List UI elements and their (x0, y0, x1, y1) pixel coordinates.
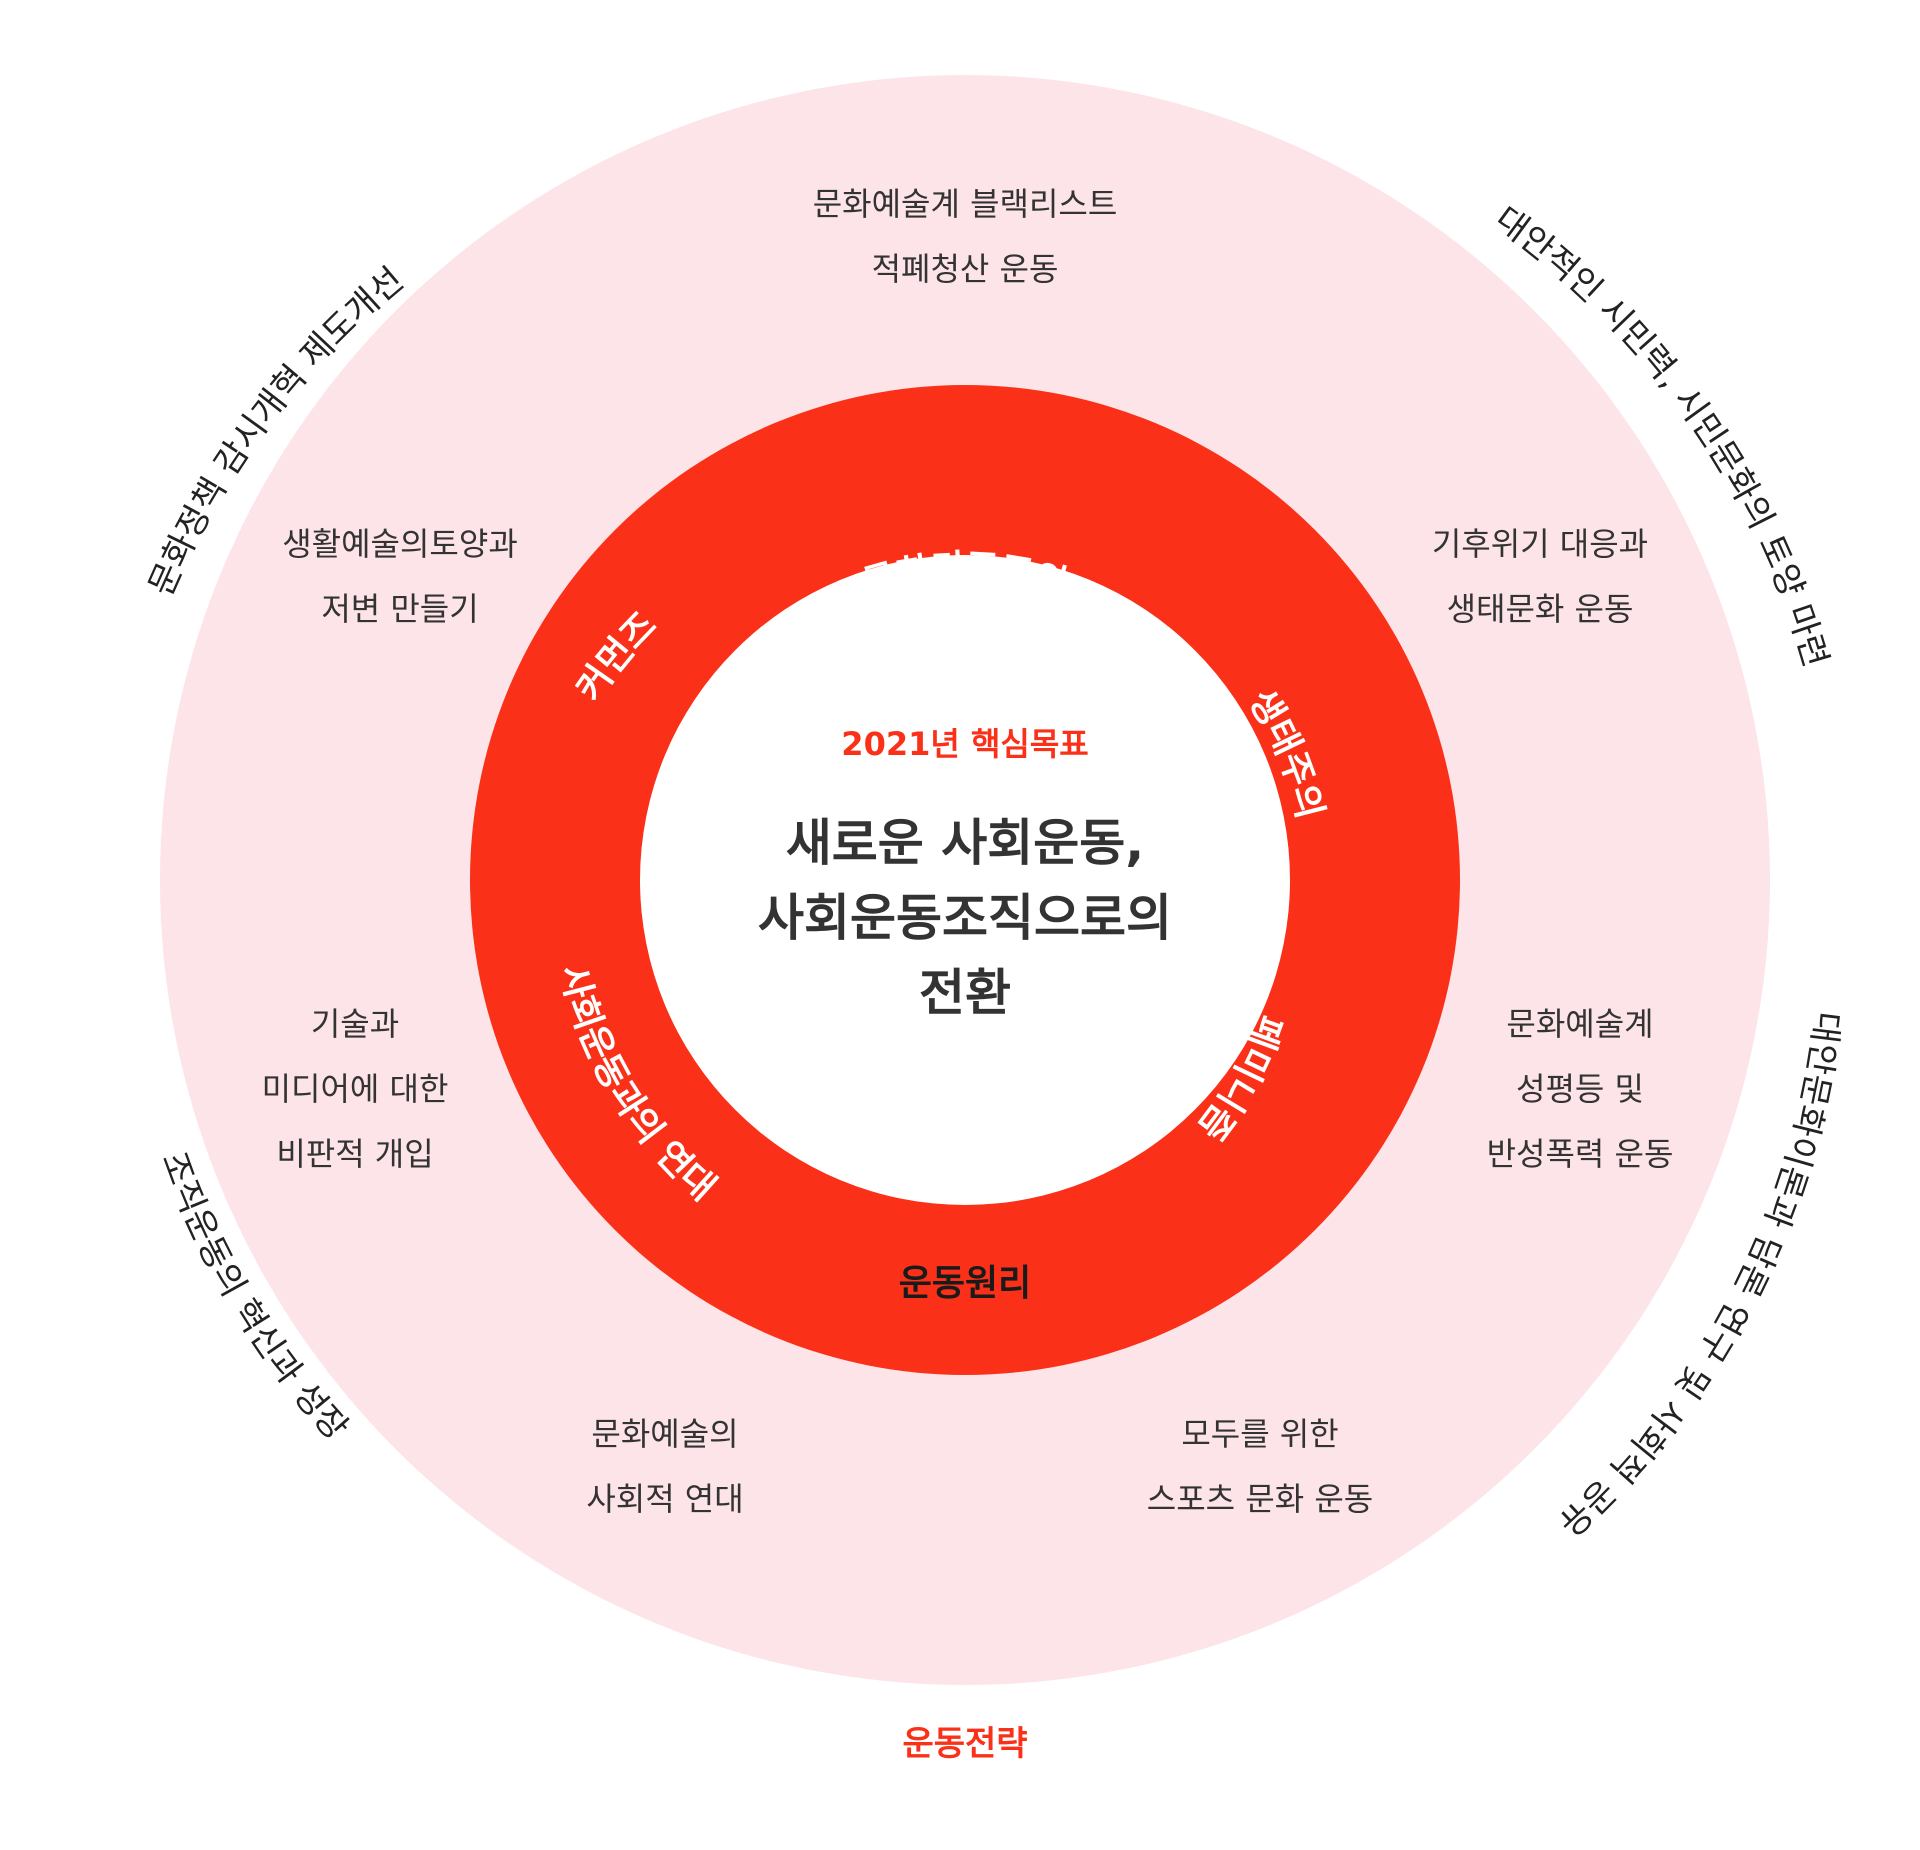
goal-line: 사회적 연대 (586, 1480, 743, 1518)
goal-line: 성평등 및 (1516, 1070, 1644, 1108)
goal-item: 기후위기 대응과 생태문화 운동 (1432, 525, 1648, 628)
goal-line: 미디어에 대한 (262, 1070, 449, 1108)
principle-ring-label: 운동원리 (899, 1263, 1031, 1304)
goal-line: 문화예술계 (1506, 1005, 1653, 1043)
goal-item: 모두를 위한 스포츠 문화 운동 (1147, 1415, 1373, 1518)
goal-item: 문화예술의 사회적 연대 (586, 1415, 743, 1518)
goal-item: 생활예술의토양과 저변 만들기 (282, 525, 518, 628)
goal-line: 비판적 개입 (276, 1135, 433, 1173)
goal-line: 모두를 위한 (1181, 1415, 1338, 1453)
goal-line: 문화예술계 블랙리스트 (813, 185, 1118, 223)
goal-line: 생활예술의토양과 (282, 525, 518, 563)
strategy-ring-label: 운동전략 (902, 1724, 1027, 1764)
center-title-line-3: 전환 (919, 964, 1011, 1022)
goal-line: 생태문화 운동 (1447, 590, 1634, 628)
goal-line: 적폐청산 운동 (872, 250, 1059, 288)
center-subtitle: 2021년 핵심목표 (841, 725, 1088, 763)
goal-item: 문화예술계 성평등 및 반성폭력 운동 (1487, 1005, 1674, 1173)
goal-line: 기술과 (311, 1005, 399, 1043)
goal-item: 문화예술계 블랙리스트 적폐청산 운동 (813, 185, 1118, 288)
goal-item: 기술과 미디어에 대한 비판적 개입 (262, 1005, 449, 1173)
goal-line: 반성폭력 운동 (1487, 1135, 1674, 1173)
goal-line: 스포츠 문화 운동 (1147, 1480, 1373, 1518)
center-circle (640, 555, 1290, 1205)
goal-line: 기후위기 대응과 (1432, 525, 1648, 563)
center-title-line-2: 사회운동조직으로의 (758, 889, 1172, 947)
goal-line: 문화예술의 (591, 1415, 738, 1453)
goal-line: 저변 만들기 (321, 590, 478, 628)
center-title-line-1: 새로운 사회운동, (786, 814, 1144, 872)
